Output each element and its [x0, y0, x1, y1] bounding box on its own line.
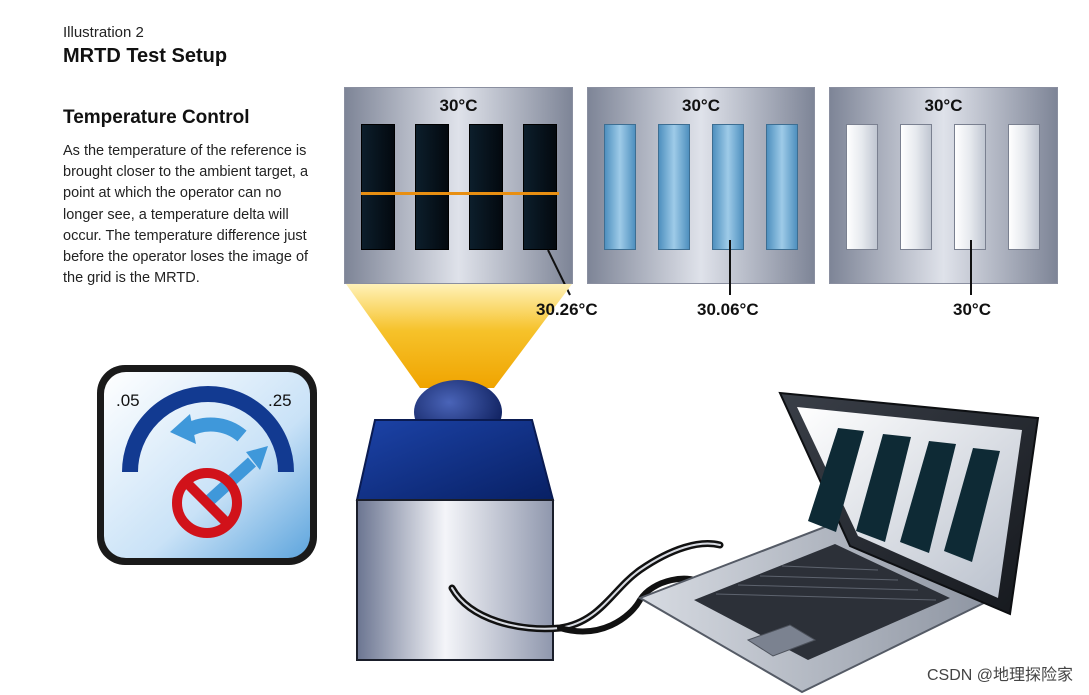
target-bar: [658, 124, 690, 250]
dial-max-label: .25: [268, 391, 292, 410]
panel-temperature-label: 30°C: [682, 96, 720, 115]
target-bar: [523, 124, 557, 250]
camera-top: [355, 419, 555, 501]
target-bar: [604, 124, 636, 250]
target-bar: [766, 124, 798, 250]
target-bar: [469, 124, 503, 250]
target-panel-no-contrast: 30°C: [829, 87, 1058, 284]
section-heading: Temperature Control: [63, 107, 250, 128]
laptop-trackpad: [746, 624, 817, 657]
target-bar: [712, 124, 744, 250]
temperature-dial-icon: [97, 365, 317, 565]
target-bar: [846, 124, 878, 250]
target-bar: [954, 124, 986, 250]
section-description: As the temperature of the reference is b…: [63, 143, 309, 287]
laptop-keyboard: [694, 544, 950, 660]
diagram-title: MRTD Test Setup: [63, 45, 228, 67]
gauge-icon: [122, 386, 294, 473]
no-sign-icon: [172, 468, 242, 538]
illustration-number: Illustration 2: [63, 24, 144, 41]
reading-panel-2: 30.06°C: [697, 300, 759, 319]
target-panel-high-contrast: 30°C: [344, 87, 573, 284]
screen-bars: [808, 428, 1000, 562]
infrared-beam: [346, 284, 572, 388]
reading-panel-3: 30°C: [953, 300, 991, 319]
watermark: CSDN @地理探险家: [926, 667, 1073, 684]
target-bar: [900, 124, 932, 250]
dial-min-label: .05: [116, 391, 140, 410]
panel-temperature-label: 30°C: [439, 96, 478, 115]
scan-line: [361, 192, 559, 195]
target-bar: [415, 124, 449, 250]
target-bar: [361, 124, 395, 250]
target-panel-low-contrast: 30°C: [587, 87, 815, 284]
panel-temperature-label: 30°C: [924, 96, 963, 115]
target-bar: [1008, 124, 1040, 250]
reading-panel-1: 30.26°C: [536, 300, 598, 319]
camera-body: [356, 499, 554, 661]
